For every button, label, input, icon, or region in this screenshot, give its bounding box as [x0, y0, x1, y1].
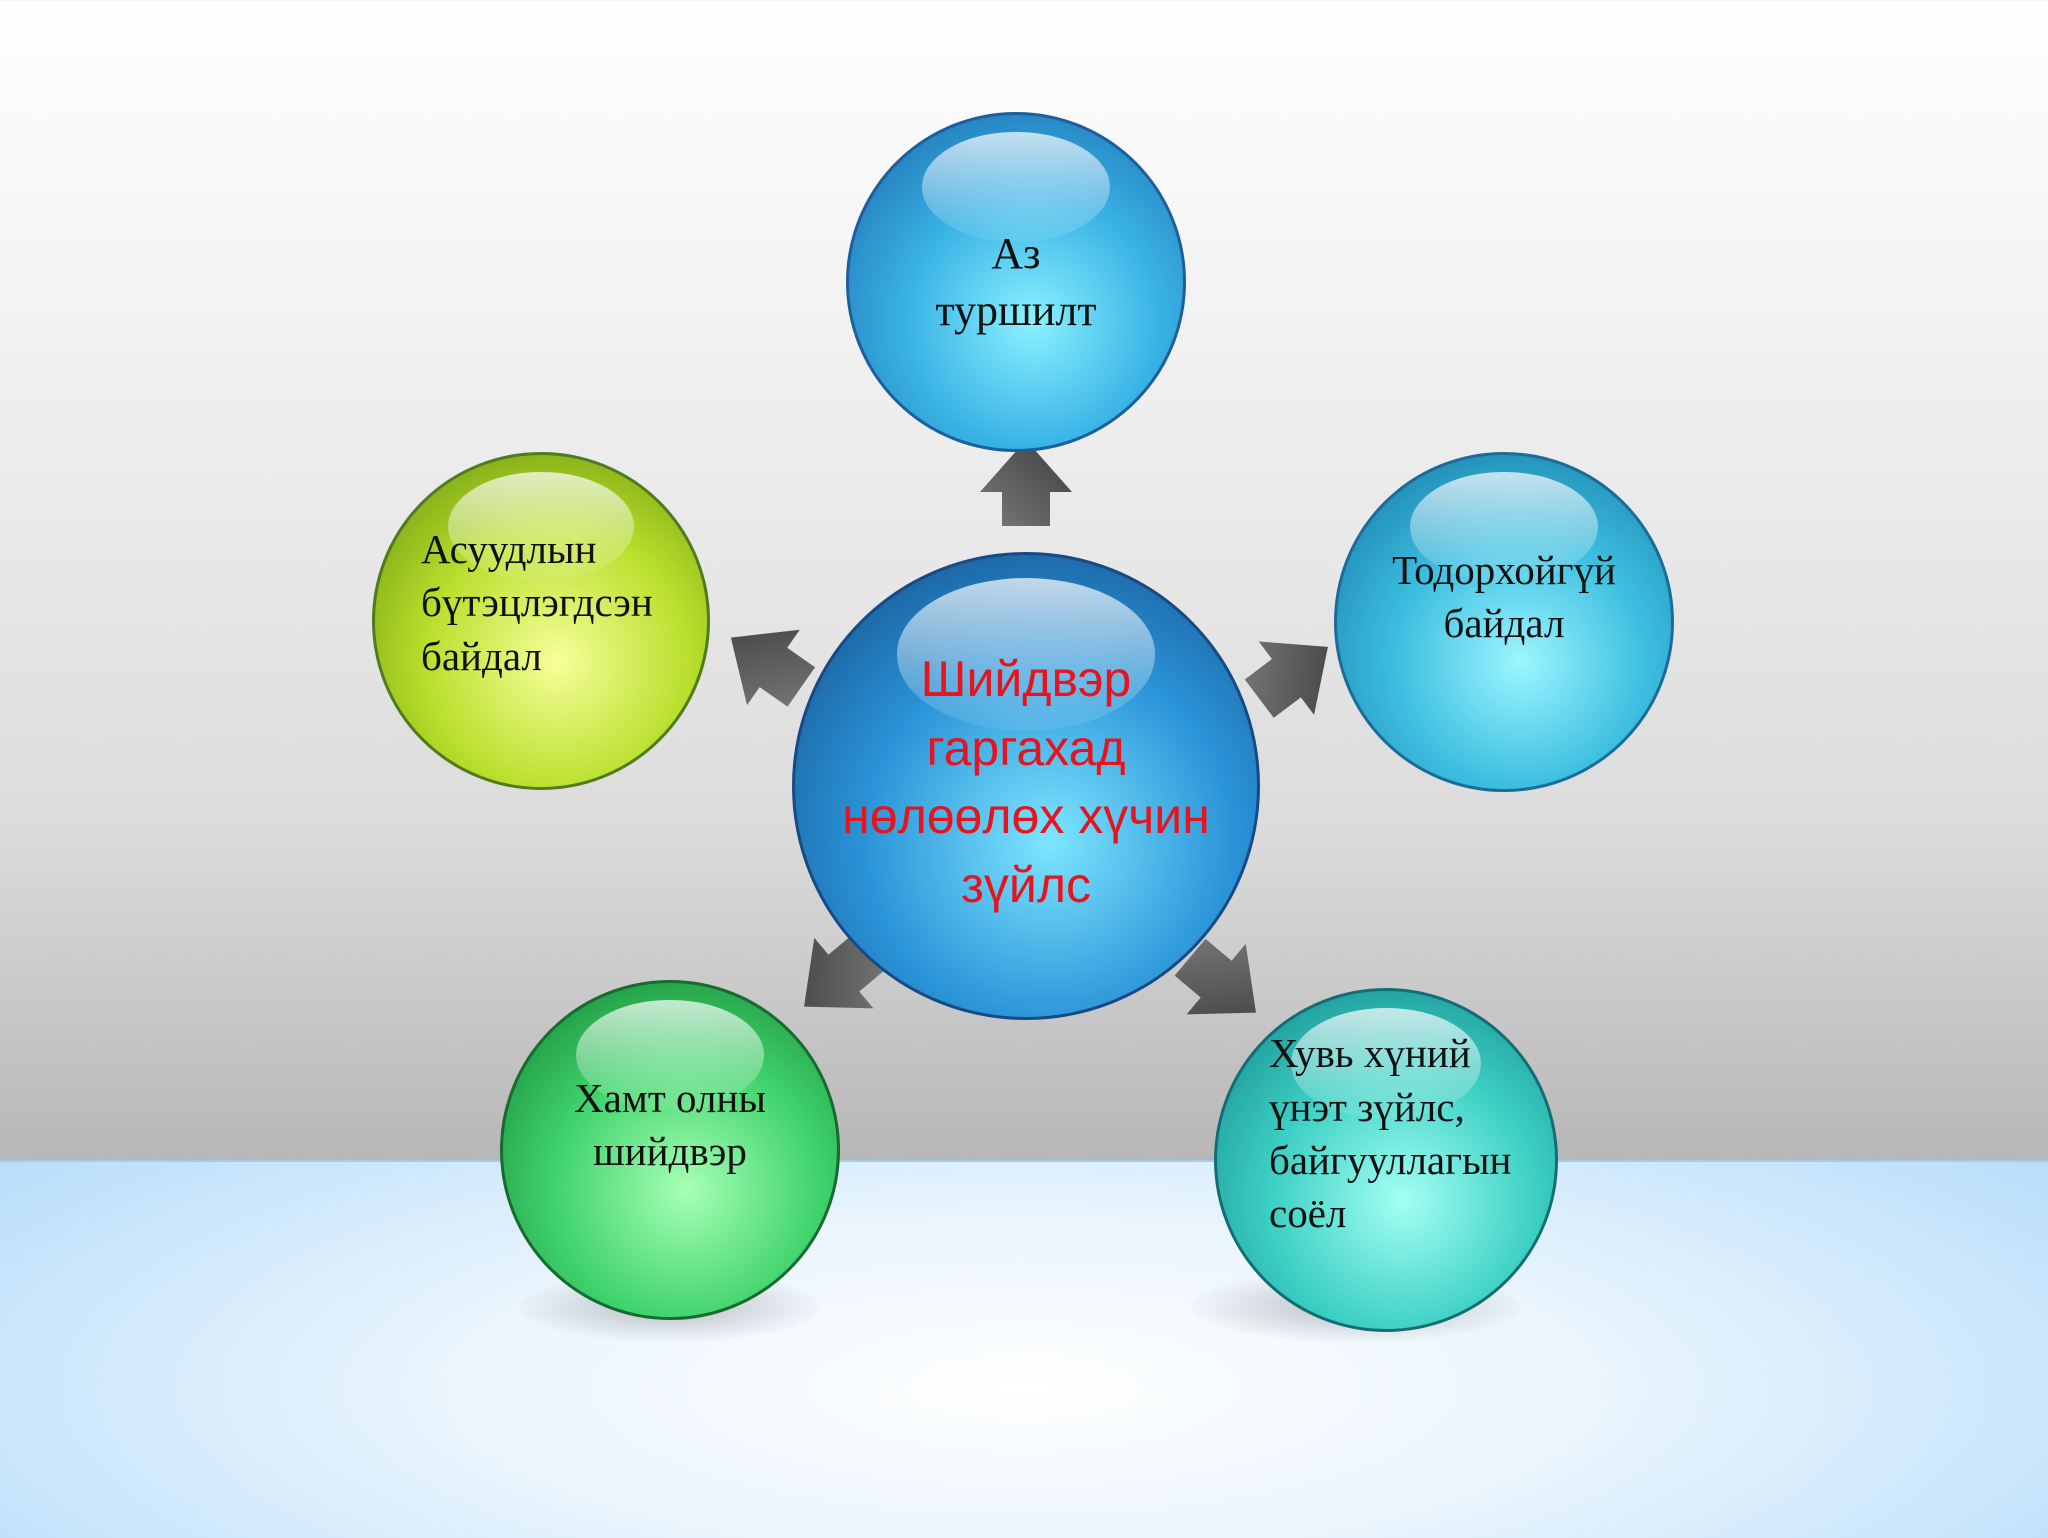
- node-left-label: Асуудлын бүтэцлэгдсэн байдал: [421, 526, 653, 679]
- center-title: Шийдвэр гаргахад нөлөөлөх хүчин зүйлс: [842, 651, 1210, 913]
- node-bottom-right-label: Хувь хүний үнэт зүйлс, байгууллагын соёл: [1269, 1030, 1512, 1237]
- node-right-label: Тодорхойгүй байдал: [1392, 546, 1616, 646]
- node-right: Тодорхойгүй байдал: [1334, 452, 1674, 792]
- node-top: Аз туршилт: [846, 112, 1186, 452]
- node-left: Асуудлын бүтэцлэгдсэн байдал: [372, 452, 710, 790]
- node-bottom-left-label: Хамт олны шийдвэр: [574, 1074, 766, 1174]
- node-bottom-right: Хувь хүний үнэт зүйлс, байгууллагын соёл: [1214, 988, 1558, 1332]
- node-center: Шийдвэр гаргахад нөлөөлөх хүчин зүйлс: [792, 552, 1260, 1020]
- node-bottom-left: Хамт олны шийдвэр: [500, 980, 840, 1320]
- node-top-label: Аз туршилт: [935, 228, 1097, 335]
- arrow-up-icon: [980, 440, 1072, 526]
- reflective-floor: [0, 1160, 2048, 1538]
